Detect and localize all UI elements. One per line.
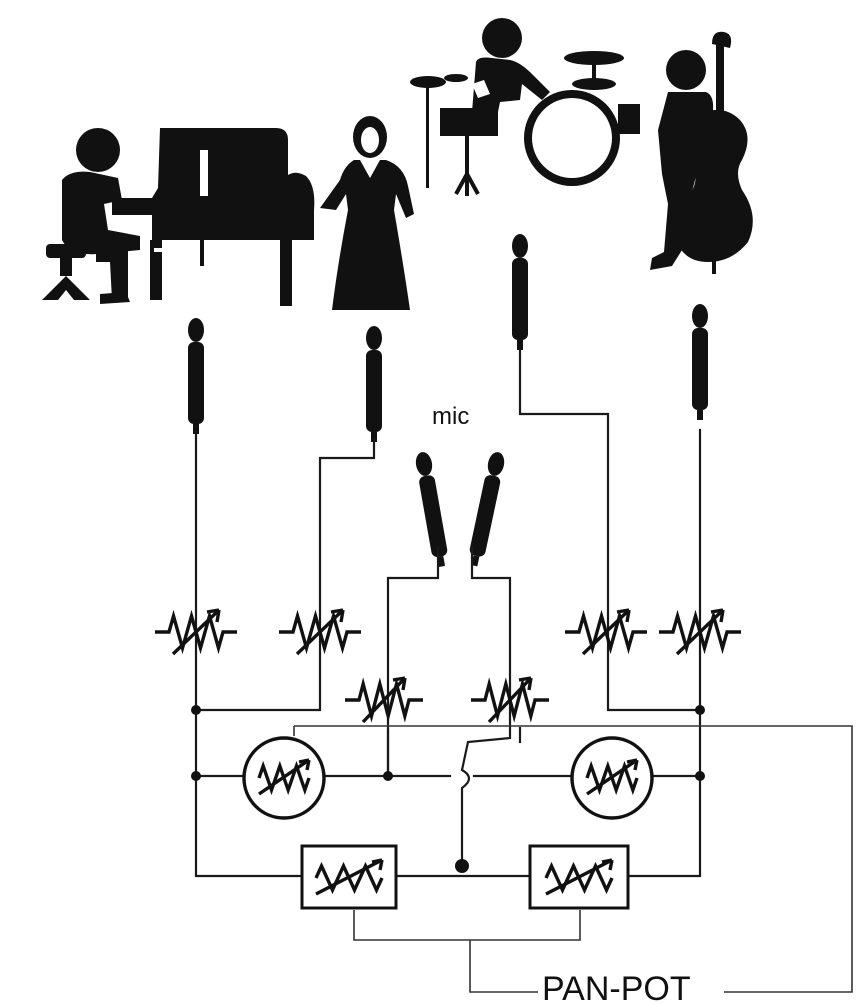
- microphone-icon: [415, 452, 448, 567]
- fader-icon: [565, 608, 647, 656]
- drum-kit-icon: [410, 51, 640, 196]
- pianist-figure: [42, 128, 140, 304]
- mic-label: mic: [432, 403, 469, 430]
- fader-group: [155, 608, 741, 724]
- fader-icon: [155, 608, 237, 656]
- resistor-glyph: [314, 858, 384, 896]
- fader-icon: [279, 608, 361, 656]
- meter-resistor-glyphs: [257, 758, 639, 896]
- drummer-figure: [472, 18, 550, 112]
- grand-piano-icon: [112, 128, 315, 306]
- singer-figure: [320, 116, 414, 310]
- microphone-icon: [188, 318, 204, 434]
- fader-icon: [345, 676, 423, 724]
- resistor-glyph: [544, 858, 614, 896]
- wiring: [194, 346, 853, 993]
- double-bassist-figure: [650, 31, 753, 274]
- fader-icon: [471, 676, 549, 724]
- microphone-icon: [512, 234, 528, 350]
- microphone-icon: [366, 326, 382, 442]
- junction-dots: [191, 705, 705, 873]
- microphone-icon: [692, 304, 708, 420]
- resistor-glyph: [585, 758, 639, 796]
- microphone-icon: [469, 452, 505, 567]
- pan-pot-label: PAN-POT: [542, 970, 691, 1004]
- fader-icon: [659, 608, 741, 656]
- microphone-group: [188, 234, 708, 567]
- resistor-glyph: [257, 758, 311, 796]
